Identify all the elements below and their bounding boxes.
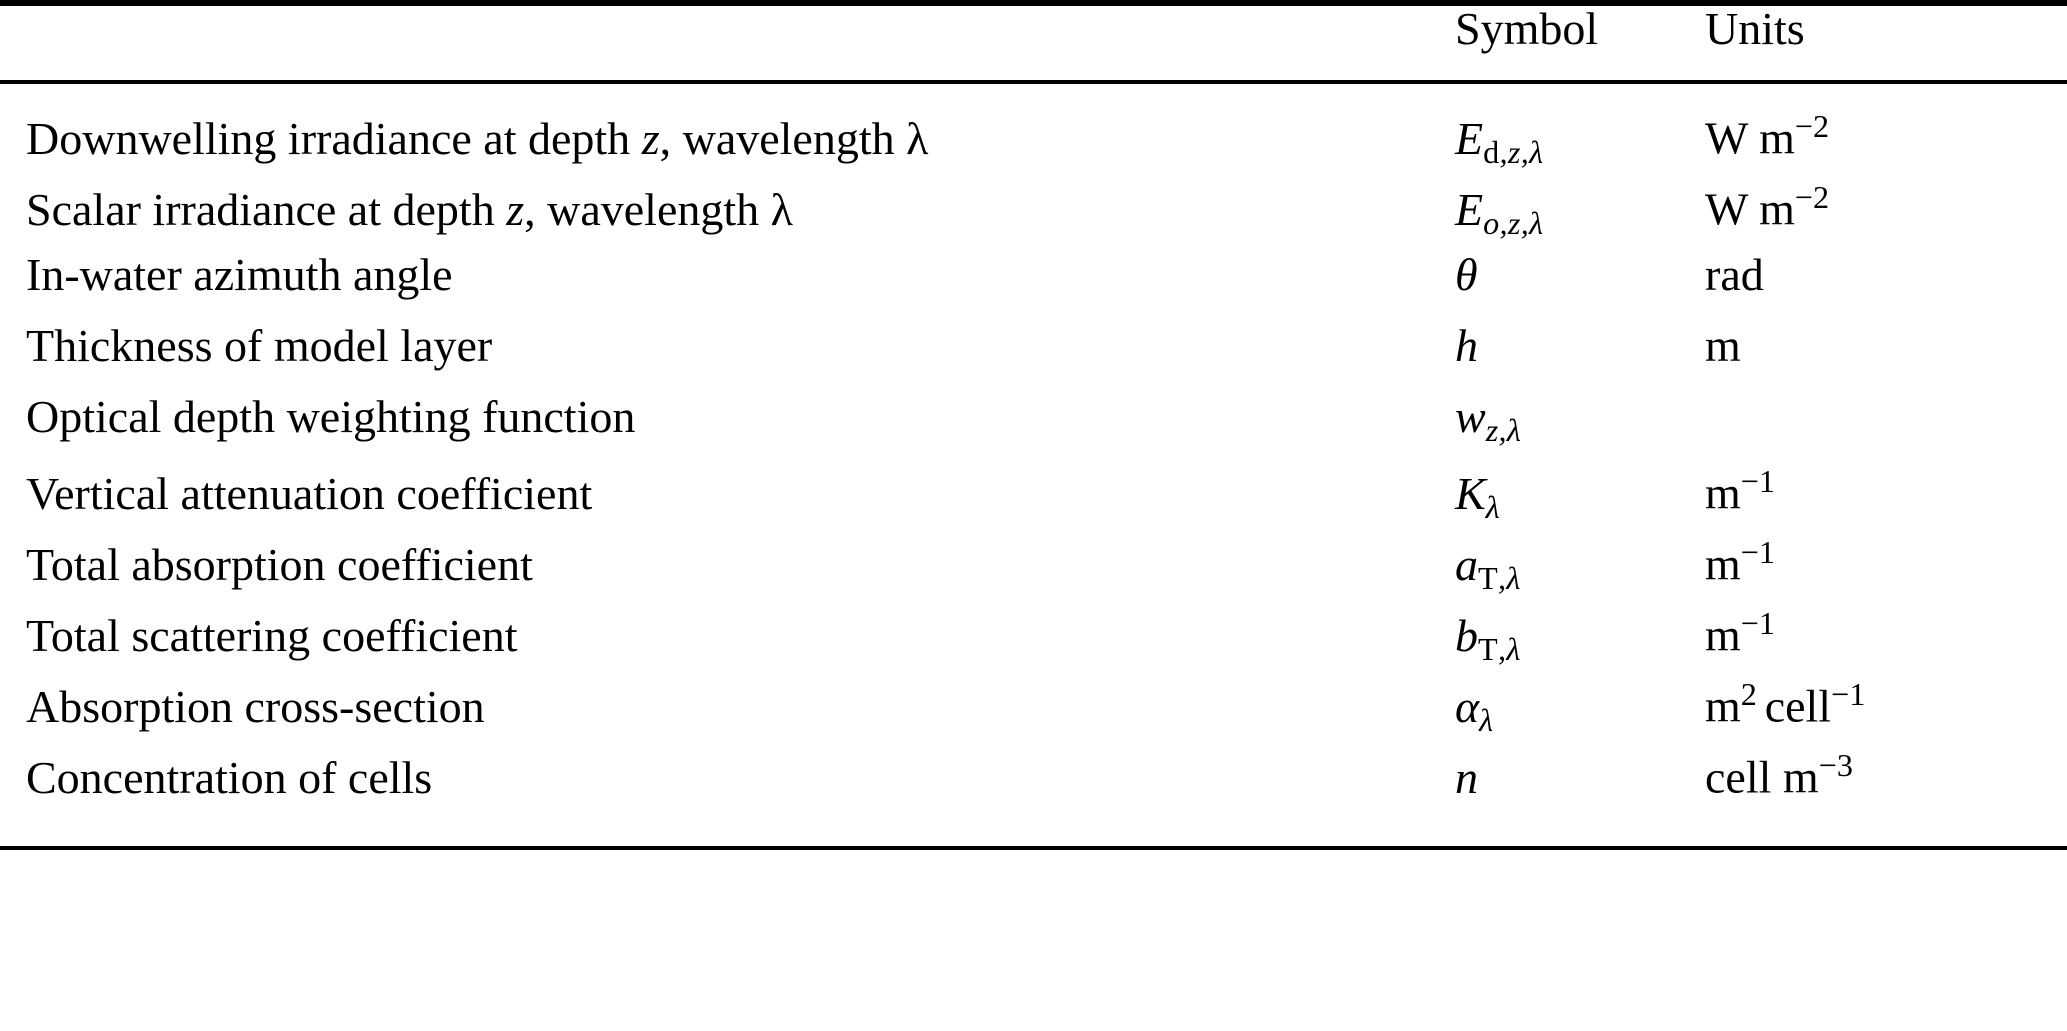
mid-rule: [0, 80, 2067, 84]
column-header-symbol: Symbol: [1455, 3, 1599, 54]
table-row: Vertical attenuation coefficient Kλ m−1: [0, 465, 2067, 536]
cell-symbol: θ: [1455, 249, 1478, 300]
cell-symbol: wz,λ: [1455, 391, 1522, 449]
bottom-rule: [0, 846, 2067, 850]
cell-description: Absorption cross-section: [26, 680, 485, 732]
cell-units: [1705, 394, 2067, 465]
table-row: Scalar irradiance at depth z, wavelength…: [0, 181, 2067, 252]
cell-description: Concentration of cells: [26, 751, 433, 803]
cell-description: Optical depth weighting function: [26, 391, 636, 442]
cell-units: m−1: [1705, 463, 1776, 519]
bottom-rule-row: [0, 846, 2067, 850]
cell-description: Total scattering coefficient: [26, 609, 518, 661]
table-footer: [0, 846, 2067, 850]
table-header: Symbol Units: [0, 0, 2067, 84]
cell-symbol: Eo,z,λ: [1455, 183, 1544, 241]
table-row: Total scattering coefficient bT,λ m−1: [0, 607, 2067, 678]
cell-units: m−1: [1705, 605, 1776, 661]
column-header-description: [0, 6, 1455, 80]
cell-symbol: Ed,z,λ: [1455, 112, 1544, 170]
table-row: Optical depth weighting function wz,λ: [0, 394, 2067, 465]
cell-symbol: Kλ: [1455, 467, 1500, 525]
cell-symbol: n: [1455, 751, 1478, 803]
top-rule-row: [0, 0, 2067, 6]
table-row: Concentration of cells n cell m−3: [0, 749, 2067, 846]
cell-description: Thickness of model layer: [26, 320, 493, 371]
cell-units: m−1: [1705, 534, 1776, 590]
cell-description: Downwelling irradiance at depth z, wavel…: [26, 112, 929, 164]
cell-description: Vertical attenuation coefficient: [26, 467, 593, 519]
cell-description: In-water azimuth angle: [26, 249, 453, 300]
top-rule: [0, 0, 2067, 6]
cell-units: W m−2: [1705, 108, 1830, 164]
mid-rule-row: [0, 80, 2067, 84]
cell-description: Total absorption coefficient: [26, 538, 533, 590]
table-row: Total absorption coefficient aT,λ m−1: [0, 536, 2067, 607]
cell-symbol: aT,λ: [1455, 538, 1521, 596]
cell-units: rad: [1705, 249, 1764, 300]
cell-symbol: h: [1455, 320, 1478, 371]
table-row: Downwelling irradiance at depth z, wavel…: [0, 84, 2067, 181]
table-row: Thickness of model layer h m: [0, 323, 2067, 394]
cell-units: m: [1705, 320, 1741, 371]
symbol-definition-table: Symbol Units Downwelling irradiance at d…: [0, 0, 2067, 850]
column-header-units: Units: [1705, 3, 1805, 54]
cell-symbol: αλ: [1455, 680, 1494, 738]
table-row: In-water azimuth angle θ rad: [0, 252, 2067, 323]
cell-units: cell m−3: [1705, 747, 1853, 803]
column-header-row: Symbol Units: [0, 6, 2067, 80]
cell-symbol: bT,λ: [1455, 609, 1521, 667]
table-body: Downwelling irradiance at depth z, wavel…: [0, 84, 2067, 846]
cell-units: W m−2: [1705, 179, 1830, 235]
cell-description: Scalar irradiance at depth z, wavelength…: [26, 183, 793, 235]
